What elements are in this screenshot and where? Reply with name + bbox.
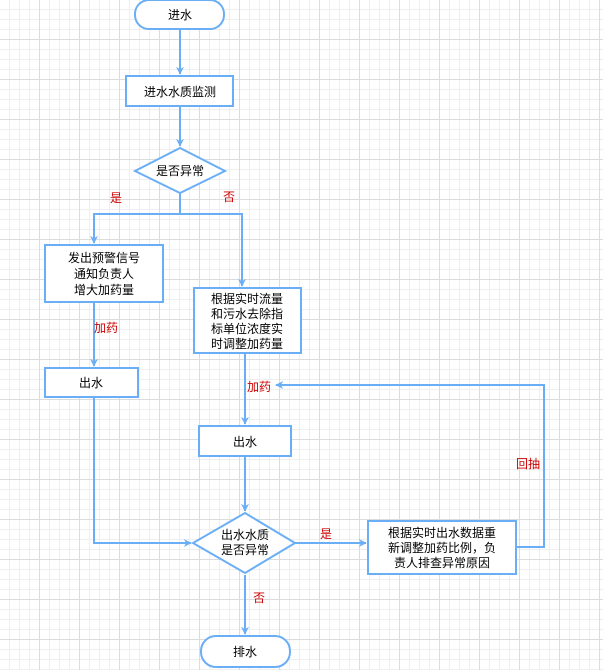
abnormal-decision[interactable]: 是否异常 (132, 146, 228, 195)
readjust-process-line-2: 新调整加药比例，负 (388, 540, 496, 555)
adjust-process[interactable]: 根据实时流量 和污水去除指 标单位浓度实 时调整加药量 (193, 287, 302, 354)
label-pump-back: 回抽 (516, 457, 540, 471)
adjust-process-line-1: 根据实时流量 (211, 291, 283, 306)
adjust-process-line-4: 时调整加药量 (211, 336, 283, 351)
readjust-process-shape (367, 520, 517, 575)
adjust-process-line-3: 标单位浓度实 (211, 321, 283, 336)
edges (90, 29, 545, 635)
end-terminal[interactable]: 排水 (200, 635, 291, 668)
edge-no-to-adjust (180, 213, 246, 287)
monitor-process-label: 进水水质监测 (144, 85, 216, 99)
quality-decision-shape (190, 511, 297, 575)
alarm-process-shape (44, 244, 164, 303)
label-dose-1: 加药 (94, 321, 118, 335)
alarm-process[interactable]: 发出预警信号 通知负责人 增大加药量 (44, 244, 164, 303)
start-terminal-label: 进水 (168, 8, 192, 22)
outflow-right-shape (198, 425, 292, 457)
alarm-process-line-3: 增大加药量 (74, 283, 134, 297)
start-terminal[interactable]: 进水 (134, 0, 225, 30)
abnormal-decision-shape (132, 146, 228, 195)
label-yes-1: 是 (110, 191, 122, 205)
outflow-right-label: 出水 (233, 435, 257, 449)
edge-yes-to-alarm (90, 213, 180, 244)
label-yes-2: 是 (320, 527, 332, 541)
adjust-process-line-2: 和污水去除指 (211, 306, 283, 321)
start-terminal-shape (134, 0, 225, 30)
edge-outflow-left-to-check (93, 397, 192, 547)
readjust-process-line-1: 根据实时出水数据重 (388, 525, 496, 540)
edge-labels: 是 否 加药 加药 是 否 回抽 (94, 190, 540, 605)
end-terminal-label: 排水 (233, 645, 257, 659)
label-no-1: 否 (223, 190, 235, 204)
monitor-process-shape (125, 75, 234, 107)
outflow-right-process[interactable]: 出水 (198, 425, 292, 457)
label-no-2: 否 (253, 591, 265, 605)
label-dose-2: 加药 (247, 380, 271, 394)
edge-pump-back (275, 381, 545, 548)
readjust-process[interactable]: 根据实时出水数据重 新调整加药比例，负 责人排查异常原因 (367, 520, 517, 575)
nodes: 进水 进水水质监测 是否异常 发出预警信号 通知负责人 增大加药量 根据实时流量… (44, 0, 517, 668)
outflow-left-process[interactable]: 出水 (44, 367, 139, 398)
outflow-left-shape (44, 367, 139, 398)
alarm-process-line-2: 通知负责人 (74, 267, 134, 281)
monitor-process[interactable]: 进水水质监测 (125, 75, 234, 107)
abnormal-decision-label: 是否异常 (156, 164, 204, 178)
alarm-process-line-1: 发出预警信号 (68, 250, 140, 265)
adjust-process-shape (193, 287, 302, 354)
readjust-process-line-3: 责人排查异常原因 (394, 556, 490, 570)
outflow-left-label: 出水 (79, 376, 103, 390)
quality-decision[interactable]: 出水水质 是否异常 (190, 511, 297, 575)
end-terminal-shape (200, 635, 291, 668)
quality-decision-line-2: 是否异常 (221, 543, 269, 557)
quality-decision-line-1: 出水水质 (221, 528, 269, 542)
